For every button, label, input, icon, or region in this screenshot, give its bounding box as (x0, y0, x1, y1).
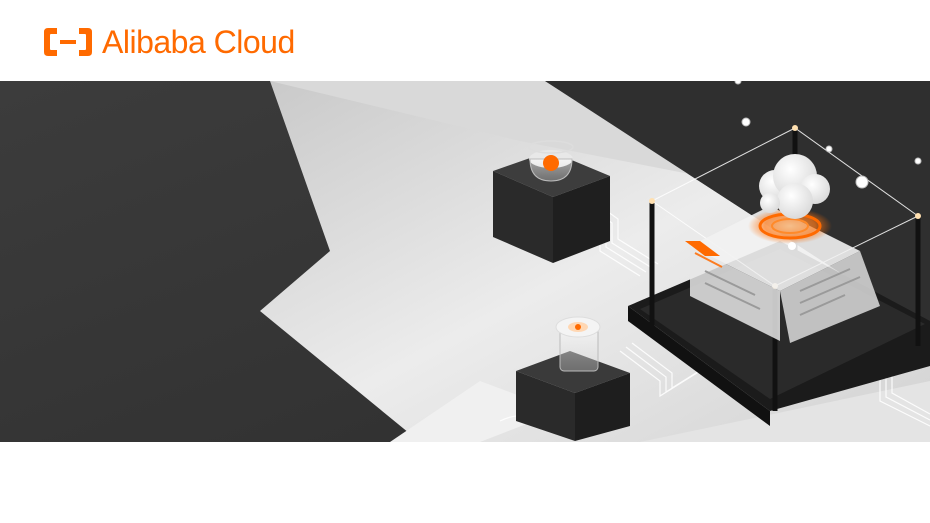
alibaba-cloud-logo-icon (44, 28, 92, 56)
site-header: Alibaba Cloud (0, 0, 930, 81)
main-platform (628, 125, 930, 426)
server-box-top (493, 140, 610, 263)
server-box-bottom (516, 316, 630, 441)
isometric-cloud-servers-illustration (0, 81, 930, 442)
alibaba-cloud-logo[interactable]: Alibaba Cloud (42, 22, 295, 62)
page-whitespace (0, 442, 930, 523)
hero-banner (0, 81, 930, 442)
brand-name: Alibaba Cloud (102, 24, 295, 60)
